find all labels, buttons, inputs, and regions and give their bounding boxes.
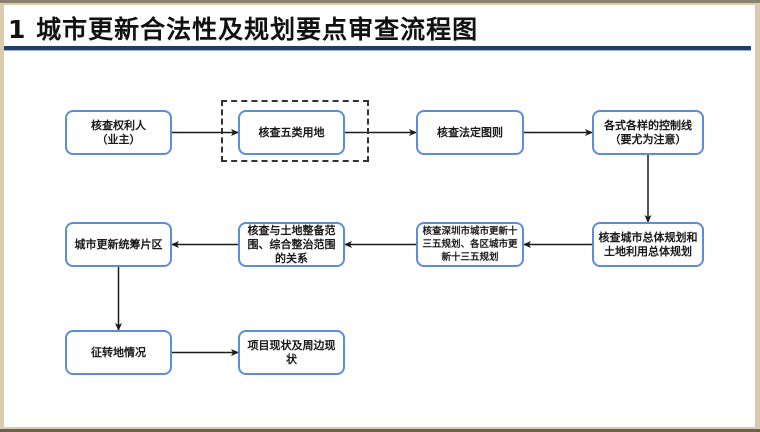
flow-node-label: 核查深圳市城市更新十三五规划、各区城市更新十三五规划 xyxy=(422,226,518,263)
flow-node-label: 城市更新统筹片区 xyxy=(74,237,163,251)
slide-title: 1 城市更新合法性及规划要点审查流程图 xyxy=(8,15,479,44)
flow-node-label: 核查权利人 （业主） xyxy=(91,118,146,146)
flow-node-label: 征转地情况 xyxy=(91,345,146,359)
title-underline xyxy=(4,46,751,50)
flow-node-label: 核查五类用地 xyxy=(258,125,325,139)
flow-node-label: 项目现状及周边现状 xyxy=(247,338,336,366)
bottom-frame-edge xyxy=(0,429,760,432)
flow-node-n7: 核查与土地整备范围、综合整治范围的关系 xyxy=(238,222,345,267)
flow-node-n4: 各式各样的控制线 （要尤为注意） xyxy=(592,110,704,155)
flow-node-label: 核查与土地整备范围、综合整治范围的关系 xyxy=(247,223,336,265)
flow-node-n6: 核查深圳市城市更新十三五规划、各区城市更新十三五规划 xyxy=(416,222,524,267)
top-frame-edge xyxy=(0,0,760,3)
flow-node-n10: 项目现状及周边现状 xyxy=(238,330,345,375)
flow-node-n2: 核查五类用地 xyxy=(238,110,345,155)
flow-node-n9: 征转地情况 xyxy=(65,330,172,375)
flow-node-label: 各式各样的控制线 （要尤为注意） xyxy=(604,118,692,146)
flow-node-n3: 核查法定图则 xyxy=(416,110,524,155)
flow-node-n5: 核查城市总体规划和土地利用总体规划 xyxy=(592,222,704,267)
flow-node-label: 核查法定图则 xyxy=(437,125,503,139)
highlight-dashed-frame xyxy=(221,100,369,162)
flow-node-n8: 城市更新统筹片区 xyxy=(65,222,172,267)
flow-node-n1: 核查权利人 （业主） xyxy=(65,110,172,155)
flow-node-label: 核查城市总体规划和土地利用总体规划 xyxy=(598,230,698,258)
